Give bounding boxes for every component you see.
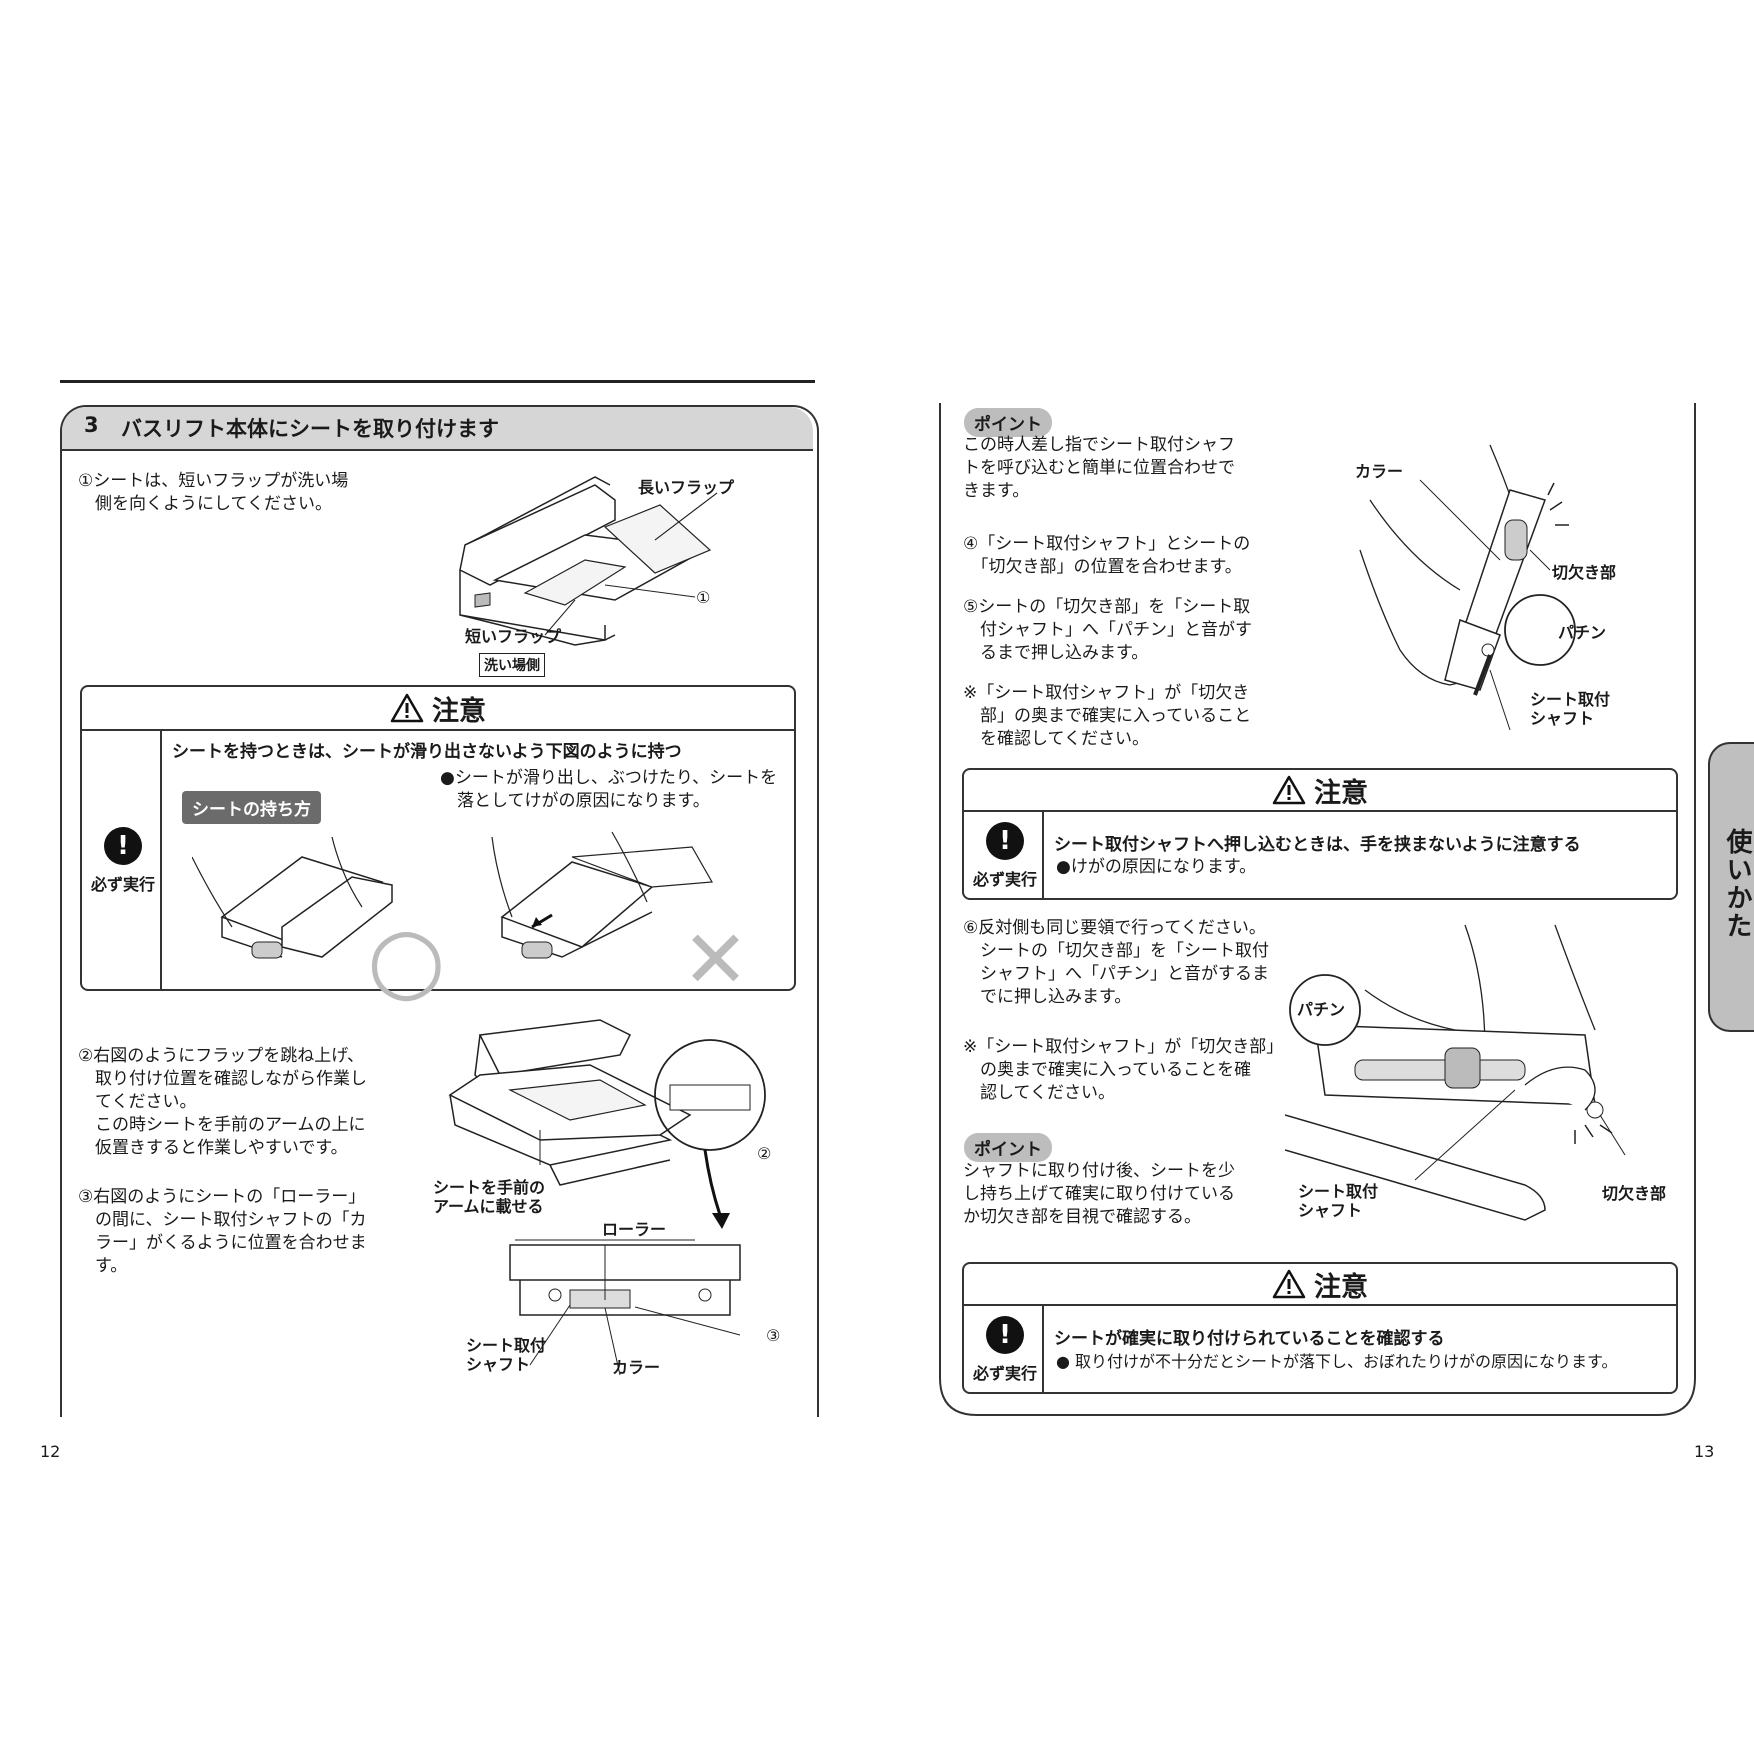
- section-title: バスリフト本体にシートを取り付けます: [121, 417, 499, 441]
- collar-label-left: カラー: [612, 1358, 661, 1377]
- chapter-side-tab-label: 使いかた: [1722, 828, 1752, 940]
- warning-triangle-icon: [390, 693, 424, 723]
- point-badge-1: ポイント: [964, 408, 1052, 437]
- caution-divider-3: [1042, 1304, 1044, 1392]
- caution-divider-2: [1042, 810, 1044, 898]
- notch-label-top: 切欠き部: [1552, 563, 1617, 582]
- caution-bullet-2: ●けがの原因になります。: [1056, 857, 1257, 877]
- note-1-text: ※「シート取付シャフト」が「切欠き 部」の奥まで確実に入っていること を確認して…: [963, 683, 1252, 749]
- section-panel: [60, 405, 819, 1417]
- must-do-label: 必ず実行: [90, 875, 155, 894]
- note-2-text: ※「シート取付シャフト」が「切欠き部」 の奥まで確実に入っていることを確 認して…: [963, 1037, 1284, 1103]
- shaft-label-top: シート取付 シャフト: [1530, 690, 1611, 728]
- caution-bullet-3: ● 取り付けが不十分だとシートが落下し、おぼれたりけがの原因になります。: [1056, 1352, 1618, 1371]
- marker-1-label: ①: [696, 588, 711, 607]
- step-4-text: ④「シート取付シャフト」とシートの 「切欠き部」の位置を合わせます。: [963, 534, 1251, 577]
- shaft-label-bottom: シート取付 シャフト: [1298, 1182, 1379, 1220]
- step-2-text: ②右図のようにフラップを跳ね上げ、 取り付け位置を確認しながら作業し てください…: [78, 1046, 367, 1158]
- ng-mark: ✕: [682, 913, 750, 1006]
- caution-header: 注意: [82, 687, 794, 731]
- caution-box-pinch: 注意 ! 必ず実行 シート取付シャフトへ押し込むときは、手を挟まないように注意す…: [962, 768, 1678, 900]
- page-number-right: 13: [1694, 1442, 1715, 1461]
- warning-triangle-icon: [1272, 775, 1306, 805]
- caution-heading: シートを持つときは、シートが滑り出さないよう下図のように持つ: [172, 742, 682, 762]
- step-1-text: ①シートは、短いフラップが洗い場 側を向くようにしてください。: [78, 471, 349, 514]
- right-page-frame: [939, 403, 1696, 1416]
- shaft-insert-figure: [1359, 444, 1576, 730]
- exclamation-circle-icon: !: [986, 1316, 1024, 1354]
- must-do-block-3: ! 必ず実行: [968, 1316, 1042, 1384]
- caution-title-2: 注意: [1314, 777, 1368, 809]
- shaft-label-left: シート取付 シャフト: [466, 1336, 547, 1374]
- long-flap-label: 長いフラップ: [638, 478, 735, 497]
- short-flap-label: 短いフラップ: [465, 627, 562, 646]
- snap-label-top: パチン: [1558, 623, 1607, 642]
- snap-label-bottom: パチン: [1297, 1000, 1346, 1019]
- caution-header-3: 注意: [964, 1264, 1676, 1306]
- marker-2-label: ②: [757, 1144, 772, 1163]
- chapter-side-tab: [1708, 742, 1754, 1032]
- must-do-block-2: ! 必ず実行: [968, 822, 1042, 890]
- point-2-text: シャフトに取り付け後、シートを少 し持ち上げて確実に取り付けている か切欠き部を…: [963, 1161, 1235, 1227]
- caution-heading-3: シートが確実に取り付けられていることを確認する: [1054, 1329, 1445, 1349]
- seat-orientation-figure: [459, 476, 718, 646]
- must-do-block: ! 必ず実行: [86, 827, 160, 895]
- caution-box-holding: 注意 ! 必ず実行 シートを持つときは、シートが滑り出さないよう下図のように持つ…: [80, 685, 796, 1005]
- ok-mark: ○: [367, 907, 446, 1012]
- exclamation-circle-icon: !: [986, 822, 1024, 860]
- caution-divider: [160, 729, 162, 989]
- caution-box-attach: 注意 ! 必ず実行 シートが確実に取り付けられていることを確認する ● 取り付け…: [962, 1262, 1678, 1394]
- section-number: 3: [84, 413, 99, 437]
- point-badge-2: ポイント: [964, 1133, 1052, 1162]
- step-6-text: ⑥反対側も同じ要領で行ってください。 シートの「切欠き部」を「シート取付 シャフ…: [963, 918, 1269, 1007]
- point-1-text: この時人差し指でシート取付シャフ トを呼び込むと簡単に位置合わせで きます。: [963, 435, 1235, 501]
- step-3-text: ③右図のようにシートの「ローラー」 の間に、シート取付シャフトの「カ ラー」がく…: [78, 1187, 367, 1276]
- notch-label-bottom: 切欠き部: [1602, 1184, 1667, 1203]
- section-header: [62, 407, 813, 451]
- caution-header-2: 注意: [964, 770, 1676, 812]
- caution-title-3: 注意: [1314, 1271, 1368, 1303]
- caution-title: 注意: [432, 695, 486, 727]
- roller-label: ローラー: [602, 1220, 667, 1239]
- place-on-arm-label: シートを手前の アームに載せる: [433, 1178, 546, 1216]
- wash-side-label: 洗い場側: [479, 653, 545, 677]
- page-number-left: 12: [40, 1442, 61, 1461]
- holding-figures: [192, 831, 713, 959]
- marker-3-label: ③: [766, 1326, 781, 1345]
- must-do-label-3: 必ず実行: [972, 1364, 1037, 1383]
- exclamation-circle-icon: !: [104, 827, 142, 865]
- opposite-side-figure: [1285, 924, 1626, 1221]
- collar-label-right: カラー: [1355, 462, 1404, 481]
- must-do-label-2: 必ず実行: [972, 870, 1037, 889]
- holding-method-label: シートの持ち方: [182, 791, 321, 824]
- step-5-text: ⑤シートの「切欠き部」を「シート取 付シャフト」へ「パチン」と音がす るまで押し…: [963, 597, 1252, 663]
- caution-bullet: ●シートが滑り出し、ぶつけたり、シートを 落としてけがの原因になります。: [440, 768, 778, 811]
- top-rule: [60, 380, 815, 383]
- warning-triangle-icon: [1272, 1269, 1306, 1299]
- flap-raise-figure: [448, 1019, 766, 1376]
- caution-heading-2: シート取付シャフトへ押し込むときは、手を挟まないように注意する: [1054, 835, 1581, 855]
